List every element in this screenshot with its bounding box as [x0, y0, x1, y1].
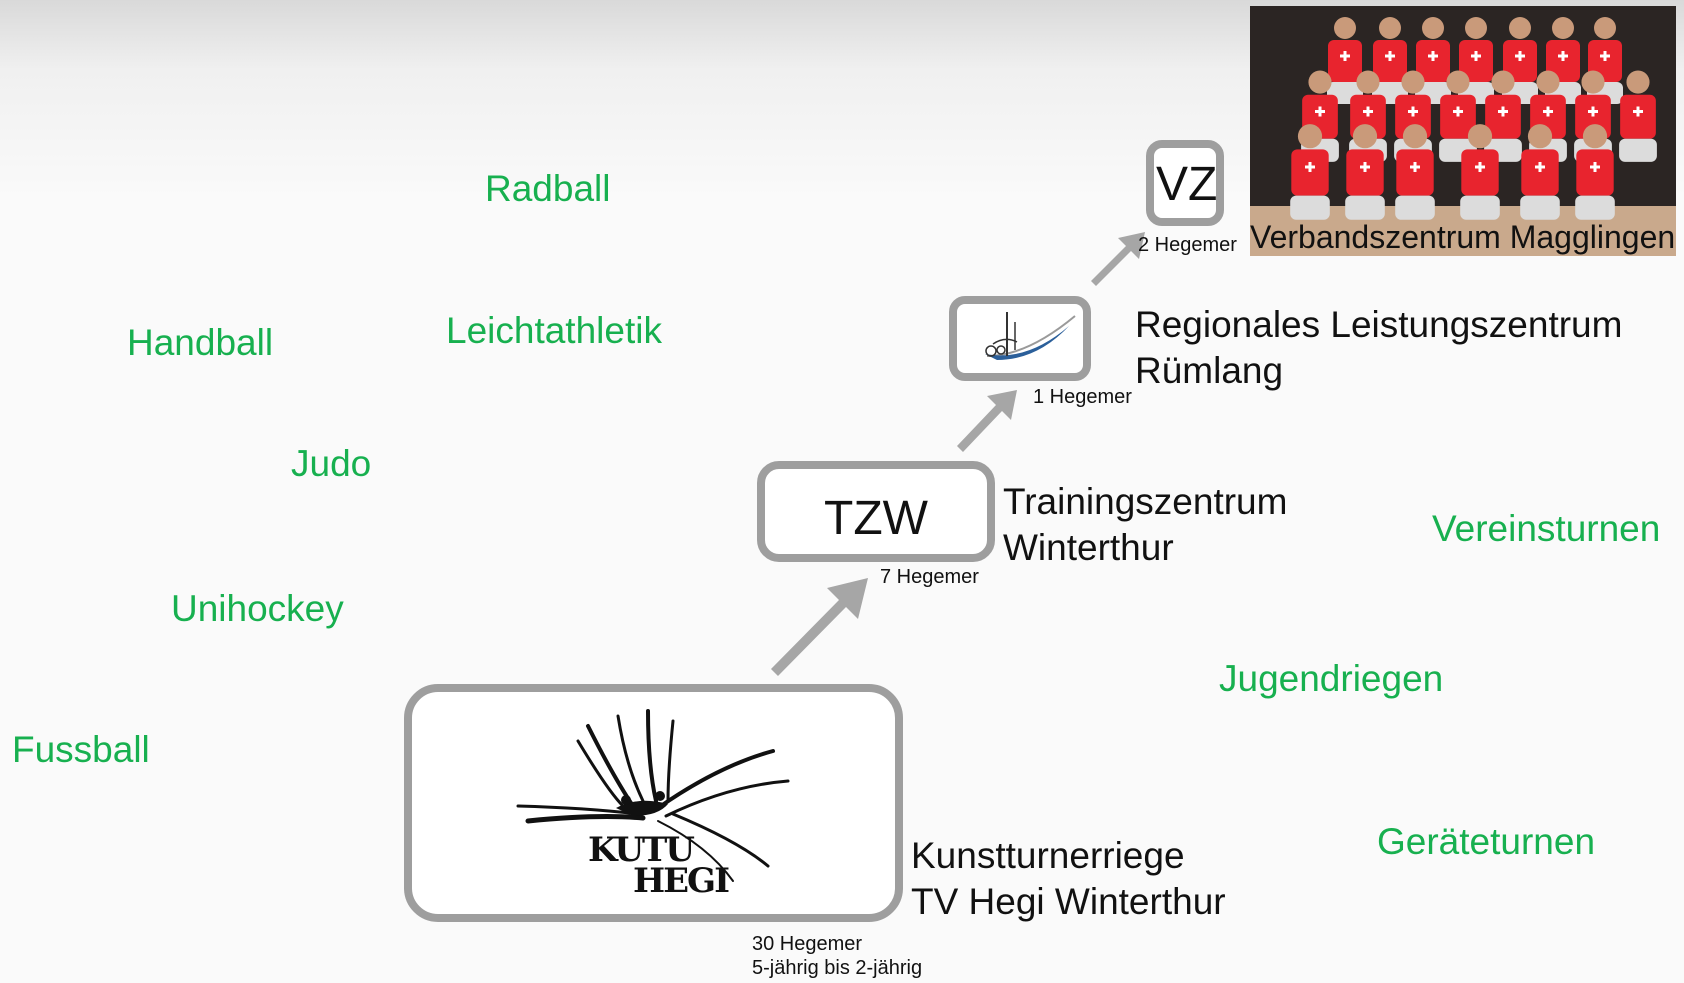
sport-geraeteturnen: Geräteturnen: [1377, 821, 1596, 862]
swiss-cross-icon: [1410, 162, 1420, 172]
sport-jugendriegen: Jugendriegen: [1219, 658, 1444, 699]
arrow-rlz-to-vz: [1091, 232, 1145, 286]
swiss-cross-icon: [1633, 106, 1643, 117]
athlete-jersey: [1440, 94, 1476, 139]
arrow-tzw-to-rlz: [957, 390, 1017, 452]
arrow-kutu-to-tzw: [771, 578, 868, 676]
athlete-head: [1401, 70, 1425, 94]
athlete-head: [1536, 70, 1560, 94]
athlete-head: [1352, 124, 1378, 149]
athlete-head: [1308, 70, 1332, 94]
athlete-pants: [1520, 195, 1560, 220]
athlete-head: [1446, 70, 1470, 94]
swiss-cross-icon: [1315, 106, 1325, 117]
athlete-head: [1527, 124, 1553, 149]
team-photo: [1250, 6, 1676, 256]
athlete-head: [1582, 124, 1608, 149]
kutu-hegi-logo: KUTU HEGI: [508, 696, 808, 912]
swiss-cross-icon: [1408, 106, 1418, 117]
sport-judo: Judo: [291, 443, 372, 484]
athlete-head: [1422, 17, 1444, 39]
swiss-cross-icon: [1535, 162, 1545, 172]
kutu-count-line2: 5-jährig bis 2-jährig: [752, 957, 923, 979]
sport-unihockey: Unihockey: [171, 588, 344, 629]
athlete-head: [1379, 17, 1401, 39]
rlz-logo: [985, 312, 1076, 360]
athlete-jersey: [1346, 149, 1384, 196]
athlete-head: [1465, 17, 1487, 39]
athlete-jersey: [1291, 149, 1329, 196]
team-photo-illustration: [1250, 6, 1676, 256]
swiss-cross-icon: [1360, 162, 1370, 172]
swiss-cross-icon: [1363, 106, 1373, 117]
swiss-cross-icon: [1558, 51, 1568, 61]
vz-name: Verbandszentrum Magglingen: [1250, 219, 1676, 255]
sport-handball: Handball: [127, 322, 274, 363]
athlete-pants: [1460, 195, 1500, 220]
athlete-jersey: [1521, 149, 1559, 196]
kutu-logo-line1: KUTU: [588, 830, 694, 870]
athlete-jersey: [1576, 149, 1614, 196]
athlete-head: [1467, 124, 1493, 149]
athlete-pants: [1345, 195, 1385, 220]
athlete-jersey: [1396, 149, 1434, 196]
athlete-head: [1626, 70, 1650, 94]
rlz-box: [949, 296, 1091, 381]
rlz-count: 1 Hegemer: [1033, 386, 1132, 408]
swiss-cross-icon: [1590, 162, 1600, 172]
swiss-cross-icon: [1475, 162, 1485, 172]
athlete-head: [1402, 124, 1428, 149]
tzw-name-line1: Trainingszentrum: [1003, 481, 1288, 522]
kutu-logo-line2: HEGI: [633, 861, 729, 901]
rlz-name-line1: Regionales Leistungszentrum: [1135, 304, 1623, 345]
athlete-head: [1594, 17, 1616, 39]
swiss-cross-icon: [1543, 106, 1553, 117]
swiss-cross-icon: [1600, 51, 1610, 61]
athlete-pants: [1575, 195, 1615, 220]
athlete-head: [1491, 70, 1515, 94]
tzw-name-line2: Winterthur: [1003, 527, 1174, 568]
swiss-cross-icon: [1340, 51, 1350, 61]
swiss-cross-icon: [1453, 106, 1463, 117]
sport-vereinsturnen: Vereinsturnen: [1432, 508, 1661, 549]
rlz-name-line2: Rümlang: [1135, 350, 1284, 391]
kutu-count-line1: 30 Hegemer: [752, 933, 863, 955]
tzw-abbr: TZW: [824, 492, 928, 545]
athlete-jersey: [1461, 149, 1499, 196]
vz-abbr: VZ: [1156, 158, 1218, 211]
swiss-cross-icon: [1498, 106, 1508, 117]
swiss-cross-icon: [1385, 51, 1395, 61]
sport-leichtathletik: Leichtathletik: [446, 310, 662, 351]
kutu-name-line2: TV Hegi Winterthur: [911, 881, 1226, 922]
swiss-cross-icon: [1588, 106, 1598, 117]
tzw-box: TZW: [757, 461, 995, 562]
athlete-pants: [1395, 195, 1435, 220]
athlete-head: [1581, 70, 1605, 94]
kutu-name-line1: Kunstturnerriege: [911, 835, 1185, 876]
athlete-head: [1334, 17, 1356, 39]
tzw-count: 7 Hegemer: [880, 566, 979, 588]
athlete-head: [1509, 17, 1531, 39]
athlete-head: [1297, 124, 1323, 149]
athlete-jersey: [1620, 94, 1656, 139]
vz-count: 2 Hegemer: [1138, 234, 1237, 256]
vz-box: VZ: [1146, 140, 1224, 226]
swiss-cross-icon: [1428, 51, 1438, 61]
swiss-cross-icon: [1471, 51, 1481, 61]
athlete-head: [1552, 17, 1574, 39]
swiss-cross-icon: [1305, 162, 1315, 172]
swiss-cross-icon: [1515, 51, 1525, 61]
sport-radball: Radball: [485, 168, 611, 209]
kutu-box: KUTU HEGI: [404, 684, 903, 922]
sport-fussball: Fussball: [12, 729, 150, 770]
athlete-pants: [1290, 195, 1330, 220]
athlete-pants: [1619, 138, 1657, 162]
athlete-head: [1356, 70, 1380, 94]
athlete-jersey: [1485, 94, 1521, 139]
